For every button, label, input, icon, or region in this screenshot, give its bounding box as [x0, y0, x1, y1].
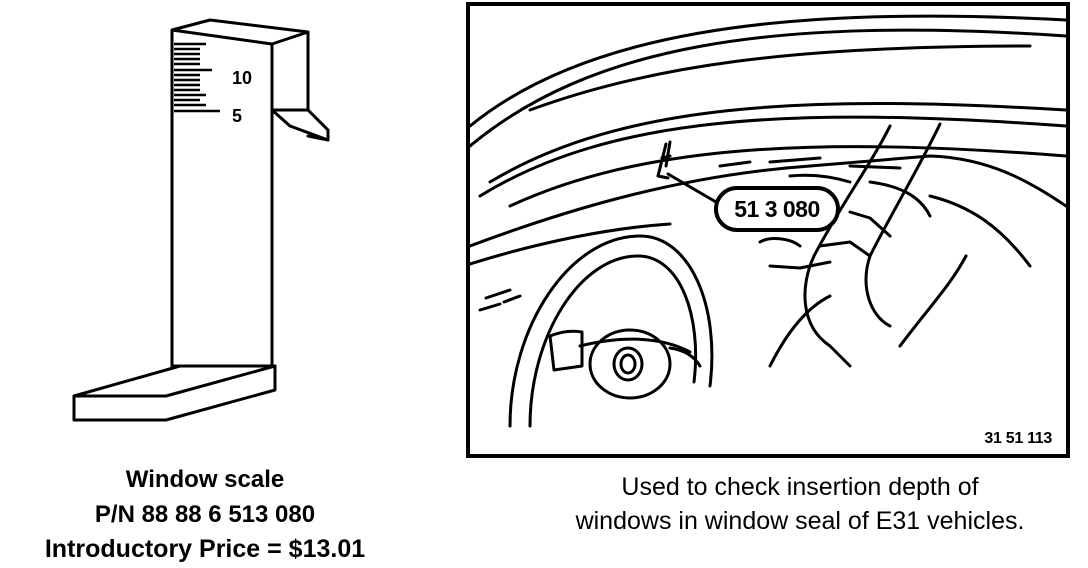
scale-mark-10: 10 — [232, 68, 252, 88]
scale-mark-5: 5 — [232, 106, 242, 126]
introductory-price: Introductory Price = $13.01 — [44, 535, 366, 563]
part-callout-label: 51 3 080 — [714, 186, 840, 232]
usage-description: Used to check insertion depth of windows… — [520, 470, 1080, 538]
part-number: P/N 88 88 6 513 080 — [94, 501, 316, 528]
window-scale-tool-illustration: 10 5 — [72, 18, 330, 422]
tool-caption: Window scale P/N 88 88 6 513 080 Introdu… — [0, 462, 410, 567]
usage-line-1: Used to check insertion depth of — [621, 473, 979, 501]
usage-line-2: windows in window seal of E31 vehicles. — [575, 507, 1025, 535]
figure-number: 31 51 113 — [984, 430, 1052, 447]
vehicle-interior-figure: 51 3 080 31 51 113 — [466, 2, 1070, 458]
scale-graduations — [174, 42, 220, 113]
car-interior-illustration — [470, 14, 1066, 428]
tool-name: Window scale — [125, 466, 285, 493]
